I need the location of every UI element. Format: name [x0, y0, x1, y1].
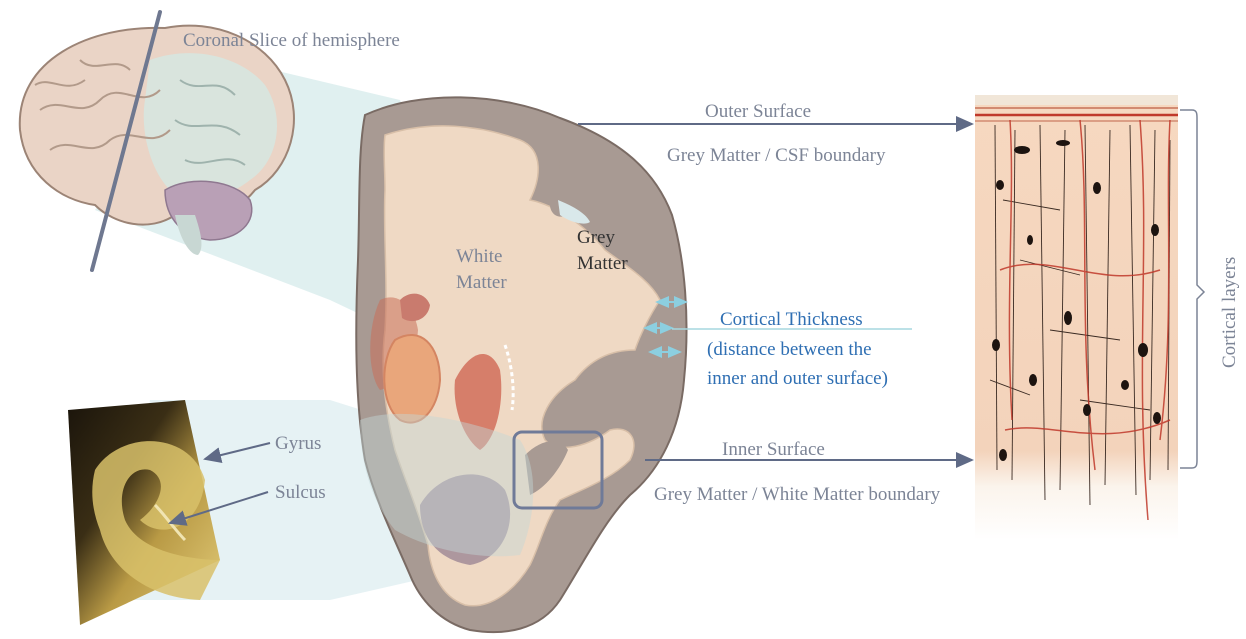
white-matter-label-line1: White [456, 246, 502, 267]
cortical-thickness-desc-line2: inner and outer surface) [707, 368, 888, 389]
cortical-thickness-desc-line1: (distance between the [707, 339, 872, 360]
gm-csf-boundary-label: Grey Matter / CSF boundary [667, 145, 886, 166]
coronal-slice-label: Coronal Slice of hemisphere [183, 30, 400, 51]
sulcus-label: Sulcus [275, 482, 326, 503]
gm-wm-boundary-label: Grey Matter / White Matter boundary [654, 484, 941, 505]
outer-surface-label: Outer Surface [705, 101, 811, 122]
coronal-slice [356, 97, 686, 632]
grey-matter-label-line2: Matter [577, 253, 628, 274]
cortical-thickness-label: Cortical Thickness [720, 309, 863, 330]
cortical-layers-bracket [1180, 110, 1204, 468]
histology-image [975, 95, 1178, 540]
inner-surface-label: Inner Surface [722, 439, 825, 460]
grey-matter-label-line1: Grey [577, 227, 615, 248]
gyrus-label: Gyrus [275, 433, 321, 454]
cortical-layers-label: Cortical layers [1219, 257, 1240, 368]
white-matter-label-line2: Matter [456, 272, 507, 293]
